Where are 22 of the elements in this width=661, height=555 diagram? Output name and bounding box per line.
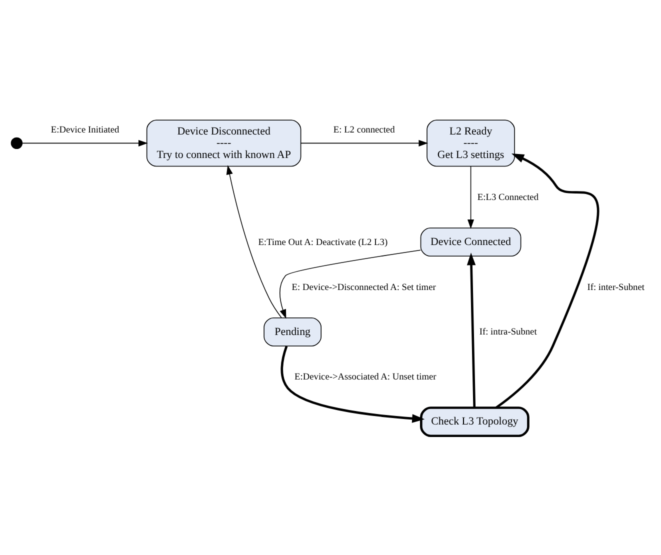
edge-label: If: inter-Subnet (587, 282, 645, 292)
arrow (280, 345, 425, 422)
node-box: Device Disconnected ---- Try to connect with known AP (146, 119, 302, 166)
arrow (226, 164, 282, 318)
arrow (468, 165, 474, 228)
edge-label: E:Device->Associated A: Unset timer (294, 372, 436, 382)
edge-label: E: L2 connected (333, 124, 395, 135)
edge-label: If: intra-Subnet (479, 327, 537, 338)
arrow (300, 139, 428, 146)
edge-label: E: Device->Disconnected A: Set timer (292, 282, 436, 292)
arrow (466, 252, 476, 408)
arrow (22, 139, 148, 146)
arrow (280, 249, 421, 318)
node-box: Pending (264, 316, 322, 346)
edge-label: E:Time Out A: Deactivate (L2 L3) (258, 237, 388, 248)
edge-label: E:L3 Connected (477, 192, 539, 202)
edge-label: E:Device Initiated (50, 124, 120, 135)
node-box: Device Connected (420, 227, 522, 256)
node-circle (10, 136, 23, 149)
node-box: Check L3 Topology (420, 406, 530, 437)
node-box: L2 Ready ---- Get L3 settings (426, 119, 515, 166)
arrow (495, 153, 599, 408)
